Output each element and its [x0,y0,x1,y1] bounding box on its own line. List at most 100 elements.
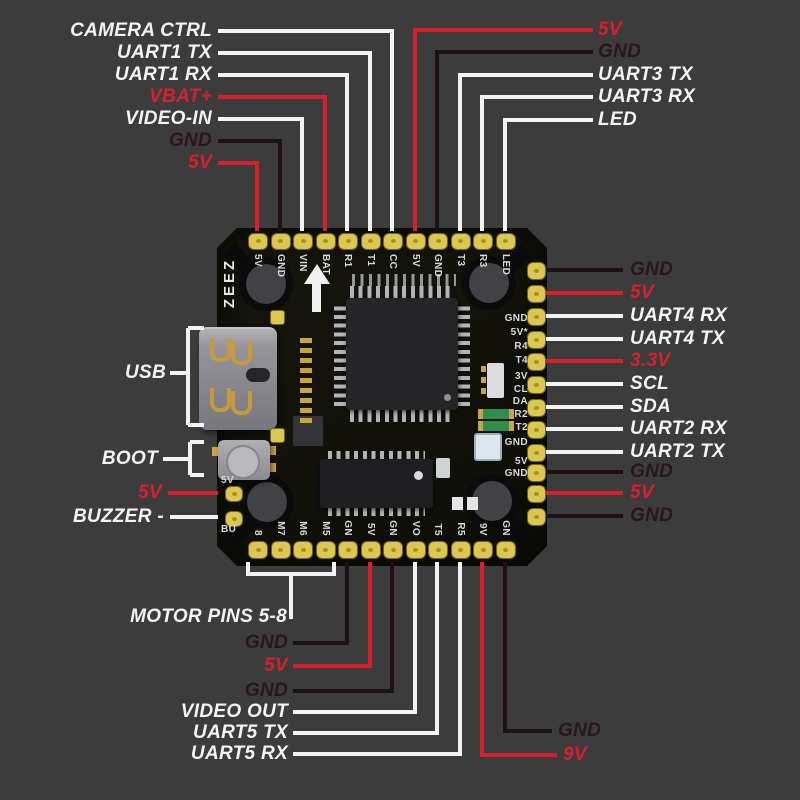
pin-label: UART2 TX [630,441,725,462]
solder-pad [248,541,268,559]
smd-pad [481,377,486,383]
connection-line [218,51,372,55]
connection-line [504,729,552,733]
connection-line [367,53,372,231]
resistor-component [478,421,514,431]
pin-label: UART2 RX [630,418,728,439]
silkscreen-label: VIN [297,254,308,272]
usb-pin-pad [300,348,312,353]
pad-dot [323,239,328,243]
connection-line [293,689,392,693]
connection-line [390,31,394,231]
solder-pad [360,232,381,250]
pin-label: 5V [264,655,288,676]
pad-dot [533,406,539,410]
silkscreen-label: BU [221,524,237,535]
solder-pad [526,485,546,503]
chip-leads [328,507,425,516]
usb-pin-pad [300,408,312,413]
solder-pad [526,376,546,394]
connection-line [457,562,462,756]
connection-line [546,450,623,454]
solder-pad [473,541,493,559]
pin-label: GND [168,130,212,151]
solder-pad [526,308,546,326]
pin-label: 5V [630,482,654,503]
boot-label: BOOT [101,448,158,469]
solder-pad [526,464,546,482]
buzzer-label: BUZZER - [72,506,164,527]
connection-line [412,28,593,32]
pad-dot [390,548,396,552]
connection-line [218,73,349,77]
solder-pad [270,428,285,443]
silkscreen-label: 9V [477,522,488,536]
silkscreen-label: GND [504,437,528,448]
pad-dot [533,428,539,432]
connection-line [546,427,623,431]
silkscreen-label: R3 [477,254,488,268]
pad-dot [480,239,486,243]
solder-pad [338,541,358,559]
connection-line [546,337,623,341]
silkscreen-label: GND [274,254,286,278]
solder-pad [428,232,448,250]
solder-pad [225,486,243,502]
solder-pad [293,232,313,250]
pad-dot [435,548,441,552]
silkscreen-label: DA [512,396,528,407]
pin-label: UART1 RX [114,64,212,85]
connection-line [546,359,623,363]
connection-line [168,491,218,495]
pin-label: 5V [630,282,654,303]
solder-pad [338,232,358,250]
mcu-leads [334,302,346,406]
solder-pad [495,232,516,250]
connection-line [412,562,417,714]
pin-label: 5V [598,19,622,40]
solder-pad [383,541,403,559]
connection-line [255,163,259,231]
silkscreen-label: R5 [454,522,466,536]
solder-pad [315,232,336,250]
solder-pad [526,421,546,439]
resistor-component [478,409,514,419]
connection-line [546,405,623,409]
pin-label: UART4 TX [630,328,725,349]
silkscreen-label: R4 [514,341,528,352]
pad-dot [278,548,283,552]
connection-line [300,119,304,231]
silkscreen-label: 5V [252,254,263,268]
pad-dot [368,239,373,243]
usb-pin-pad [300,358,312,363]
pin-label: VIDEO OUT [180,701,288,722]
brand-logo: ZEEZ [221,257,238,309]
connection-line [332,562,336,576]
smd-pad [481,366,486,372]
solder-pad [526,399,546,417]
connection-line [480,97,484,231]
mcu-leads [458,302,470,406]
solder-pad [428,541,448,559]
silkscreen-label: T1 [364,254,376,267]
regulator-component [487,363,504,398]
connection-line [170,515,218,519]
silkscreen-label: 5V [514,456,528,467]
pad-dot [278,239,283,243]
connection-line [289,574,293,619]
pin-label: CAMERA CTRL [70,20,212,41]
silkscreen-label: T4 [515,355,528,366]
pad-dot [300,239,306,243]
silkscreen-label: T2 [515,422,528,433]
solder-pad [293,541,313,559]
pad-dot [345,239,351,243]
solder-pad [225,511,243,527]
connection-line [188,423,204,427]
silkscreen-label: 5V [221,475,235,486]
solder-pad [526,331,546,349]
connection-line [246,562,250,576]
solder-pad [526,508,546,526]
connection-line [322,97,327,231]
solder-pad [315,541,336,559]
